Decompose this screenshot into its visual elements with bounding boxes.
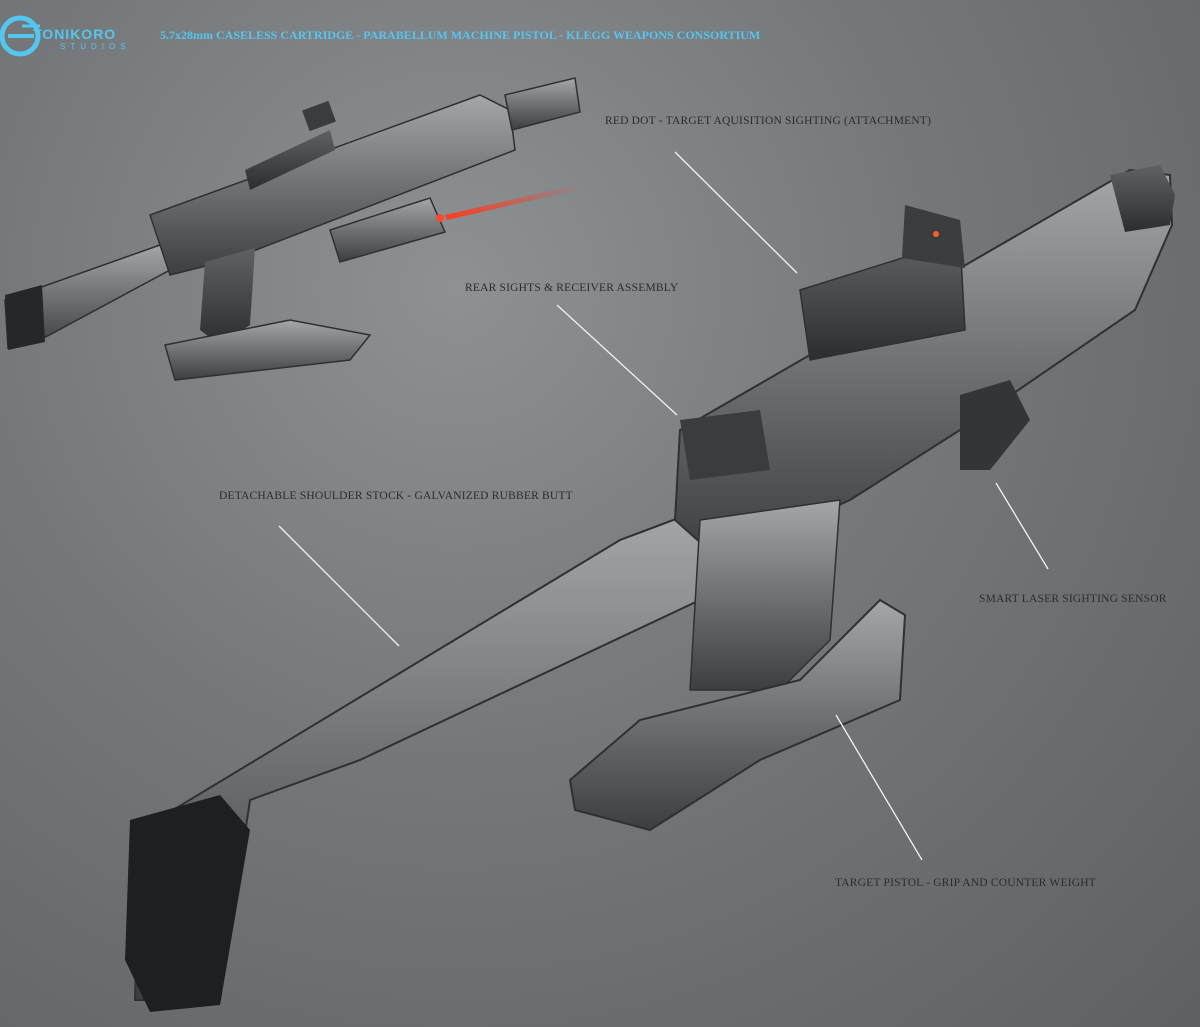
callout-grip: TARGET PISTOL - GRIP AND COUNTER WEIGHT	[835, 877, 1096, 889]
large-weapon-render	[125, 165, 1175, 1012]
callout-line-stock	[278, 525, 400, 647]
studio-logo: TONIKORO STUDIOS	[0, 12, 150, 62]
callout-shoulder-stock: DETACHABLE SHOULDER STOCK - GALVANIZED R…	[219, 490, 573, 502]
header: TONIKORO STUDIOS 5.7x28mm CASELESS CARTR…	[0, 0, 1200, 70]
page-title: 5.7x28mm CASELESS CARTRIDGE - PARABELLUM…	[160, 28, 761, 42]
brand-name: TONIKORO	[33, 26, 117, 42]
callout-line-grip	[835, 714, 923, 861]
callout-laser-sensor: SMART LASER SIGHTING SENSOR	[979, 593, 1167, 605]
callout-line-red-dot	[674, 151, 798, 274]
callout-line-laser	[995, 482, 1049, 570]
brand-subtitle: STUDIOS	[60, 42, 131, 51]
callout-line-rear-sights	[556, 304, 678, 416]
logo-mark-icon	[0, 15, 41, 57]
callout-lines	[278, 151, 1049, 861]
callout-rear-sights: REAR SIGHTS & RECEIVER ASSEMBLY	[465, 282, 679, 294]
small-weapon-render	[4, 77, 581, 381]
callout-red-dot: RED DOT - TARGET AQUISITION SIGHTING (AT…	[605, 115, 932, 127]
